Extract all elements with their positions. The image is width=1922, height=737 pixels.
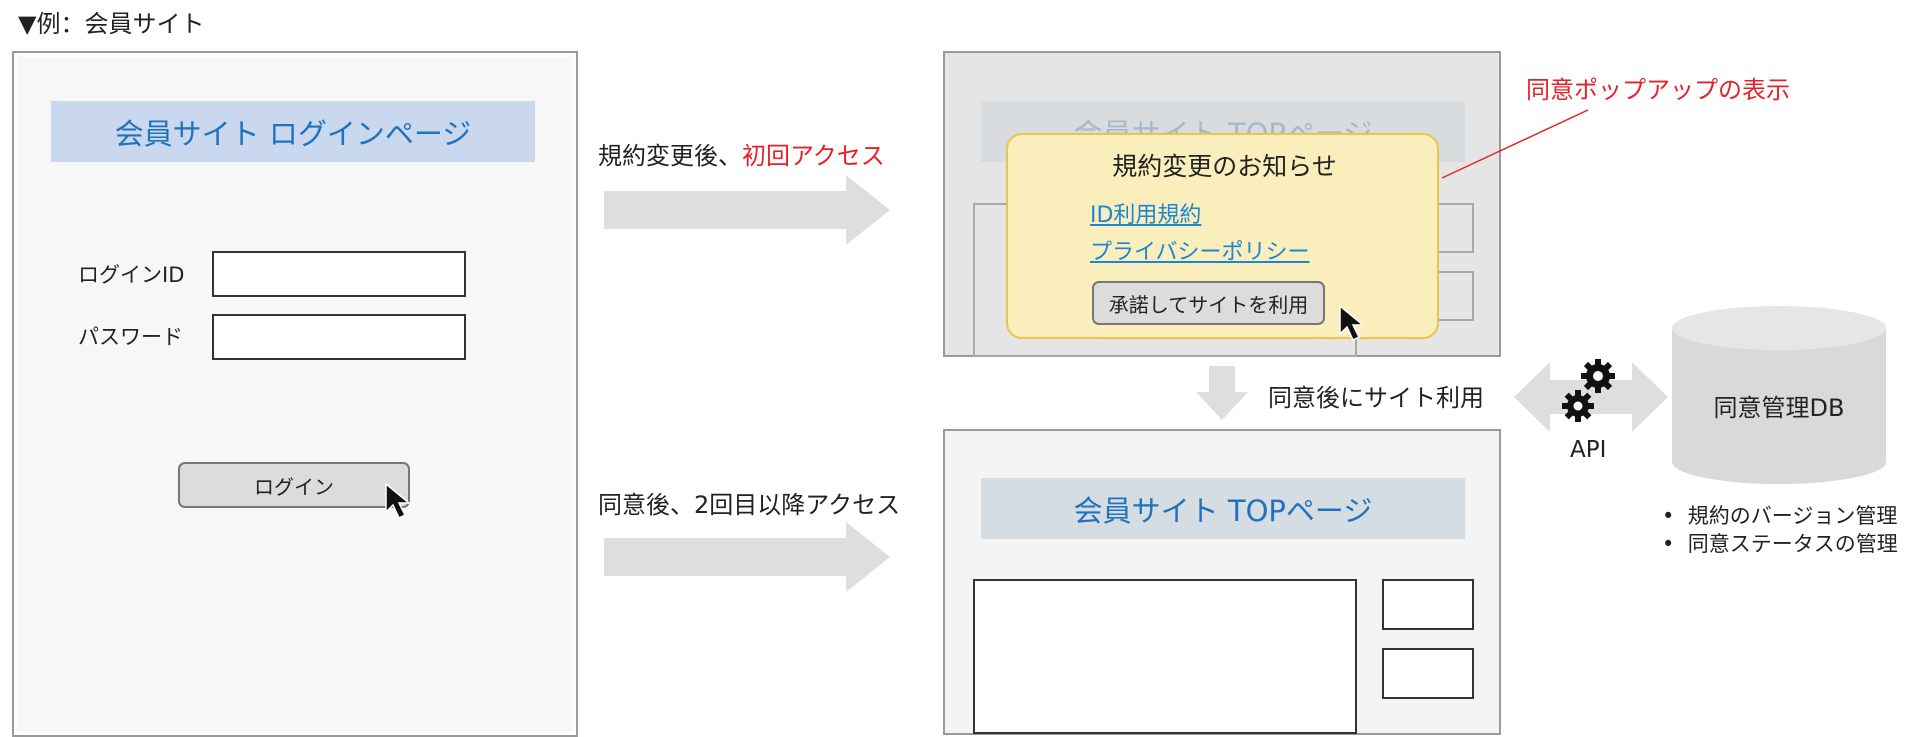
flow-arrow-down	[1196, 366, 1248, 420]
privacy-policy-link[interactable]: プライバシーポリシー	[1090, 240, 1310, 265]
after-consent-label: 同意後にサイト利用	[1268, 384, 1484, 412]
password-label: パスワード	[78, 325, 183, 349]
example-caption: ▼例：会員サイト	[18, 10, 205, 38]
annotation-leader-line	[1441, 109, 1589, 179]
popup-annotation: 同意ポップアップの表示	[1526, 76, 1790, 104]
gears-icon	[1562, 359, 1615, 422]
db-feature-item: • 同意ステータスの管理	[1662, 532, 1898, 556]
login-id-input[interactable]	[212, 251, 466, 297]
first-access-label: 規約変更後、初回アクセス	[598, 142, 885, 170]
login-id-label: ログインID	[78, 263, 185, 287]
login-page-header: 会員サイト ログインページ	[51, 101, 535, 162]
flow-arrow-second-access	[604, 522, 890, 592]
accept-and-use-button[interactable]: 承諾してサイトを利用	[1092, 281, 1325, 325]
login-button[interactable]: ログイン	[178, 462, 410, 508]
api-label: API	[1570, 437, 1607, 463]
database-cylinder-icon	[1672, 306, 1886, 484]
db-feature-list: • 規約のバージョン管理 • 同意ステータスの管理	[1662, 502, 1898, 558]
popup-title: 規約変更のお知らせ	[1112, 152, 1337, 181]
main-content-box	[973, 579, 1357, 734]
side-box-1	[1382, 579, 1474, 630]
password-input[interactable]	[212, 314, 466, 360]
db-feature-item: • 規約のバージョン管理	[1662, 504, 1898, 528]
second-access-label: 同意後、2回目以降アクセス	[598, 491, 901, 519]
consent-popup: 規約変更のお知らせ ID利用規約 プライバシーポリシー 承諾してサイトを利用	[1006, 133, 1439, 339]
top-page-header: 会員サイト TOPページ	[981, 478, 1465, 539]
flow-arrow-first-access	[604, 175, 890, 245]
side-box-2	[1382, 648, 1474, 699]
consent-db-label: 同意管理DB	[1713, 394, 1845, 422]
mouse-cursor-icon	[385, 482, 412, 520]
first-access-highlight: 初回アクセス	[742, 142, 885, 170]
mouse-cursor-icon	[1339, 304, 1366, 342]
id-terms-link[interactable]: ID利用規約	[1090, 203, 1202, 228]
login-page-frame	[12, 51, 578, 737]
